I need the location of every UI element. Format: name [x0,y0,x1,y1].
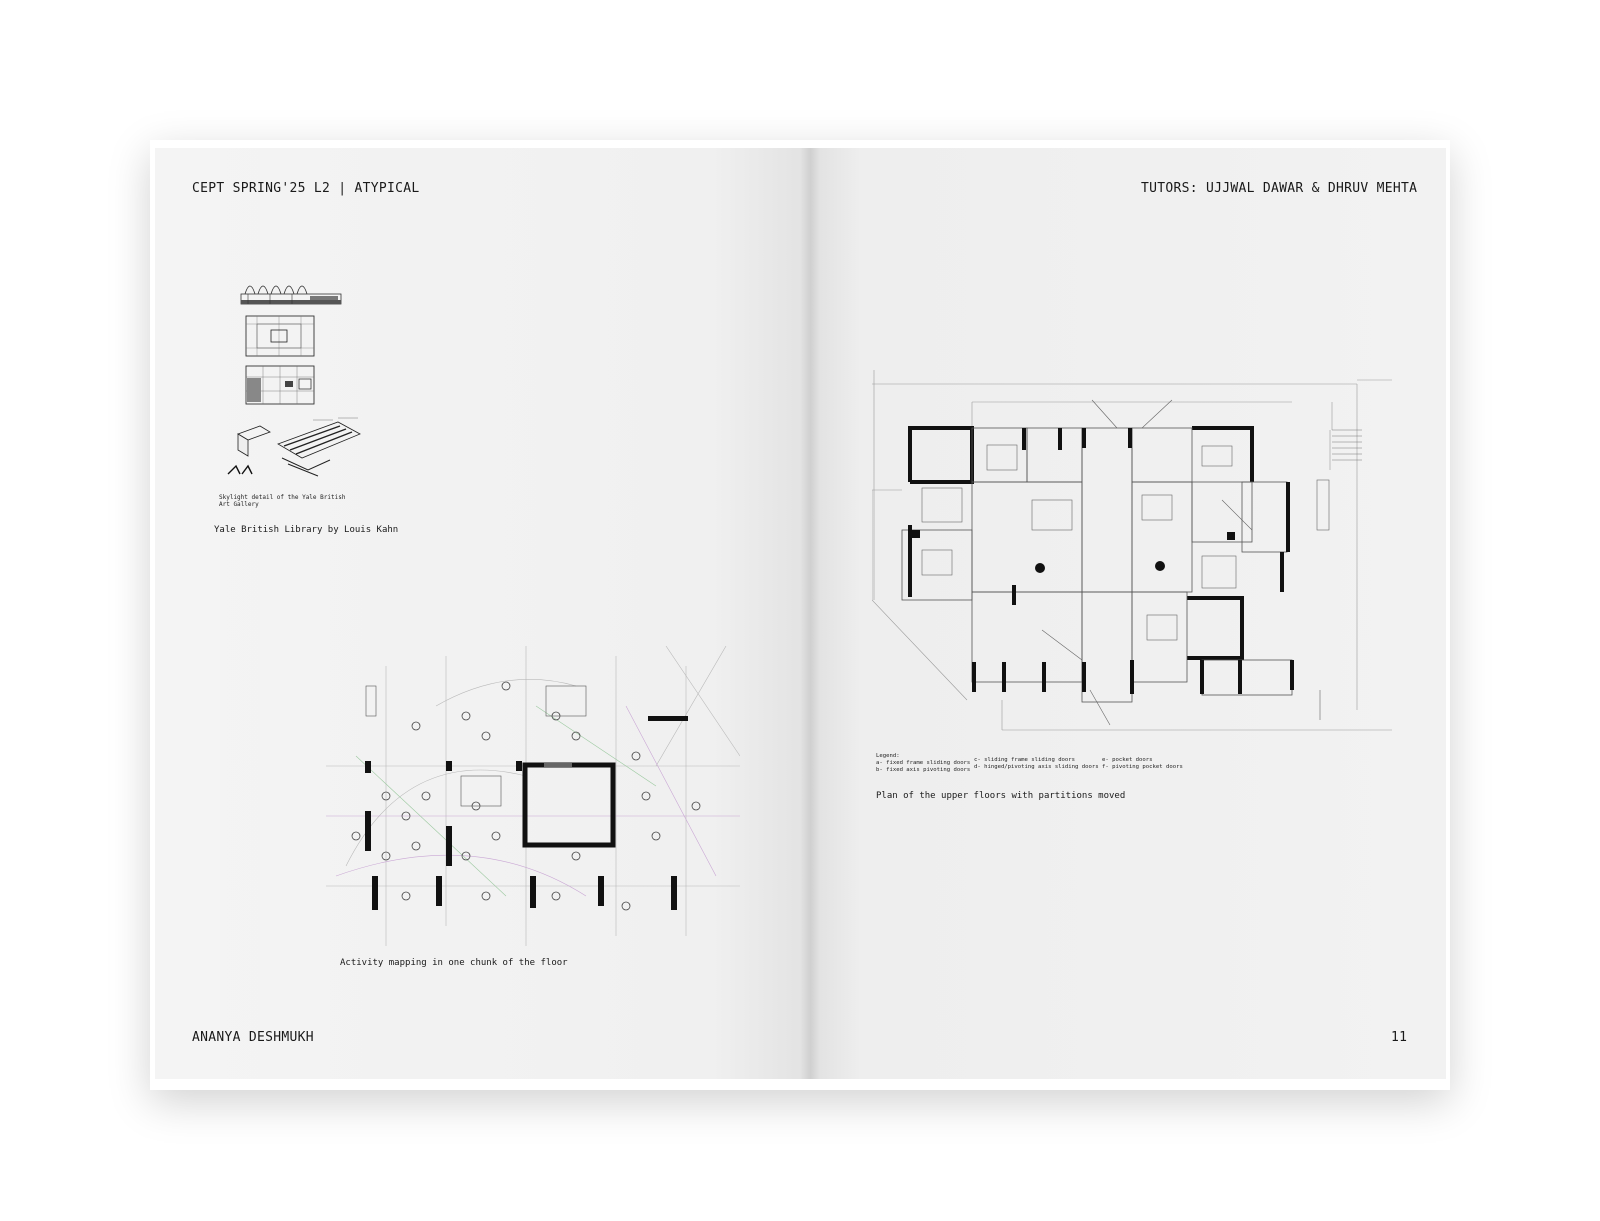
right-page [810,148,1446,1079]
activity-mapping-drawing [326,646,740,946]
yale-plan-drawing-2 [245,365,315,405]
legend-item-c: c- sliding frame sliding doors [974,757,1076,763]
spine-gutter [800,148,820,1079]
legend-item-e: e- pocket doors [1102,757,1153,763]
right-header: TUTORS: UJJWAL DAWAR & DHRUV MEHTA [1141,181,1418,196]
upper-floor-plan-drawing [872,370,1392,731]
skylight-caption: Skylight detail of the Yale British Art … [219,494,346,508]
left-header: CEPT SPRING'25 L2 | ATYPICAL [192,181,420,196]
author-name: ANANYA DESHMUKH [192,1030,314,1045]
yale-section-drawing [240,285,342,305]
legend-item-a: a- fixed frame sliding doors [876,760,971,766]
page-number: 11 [1391,1030,1408,1045]
legend-item-f: f- pivoting pocket doors [1102,764,1183,770]
yale-library-caption: Yale British Library by Louis Kahn [214,525,399,535]
legend-item-d: d- hinged/pivoting axis sliding doors [974,764,1099,770]
skylight-axonometric-drawing [227,417,361,477]
activity-mapping-caption: Activity mapping in one chunk of the flo… [340,958,568,968]
yale-plan-drawing-1 [245,315,315,357]
legend-item-b: b- fixed axis pivoting doors [876,767,971,773]
legend-title: Legend: [876,753,900,759]
floor-plan-caption: Plan of the upper floors with partitions… [876,791,1126,801]
